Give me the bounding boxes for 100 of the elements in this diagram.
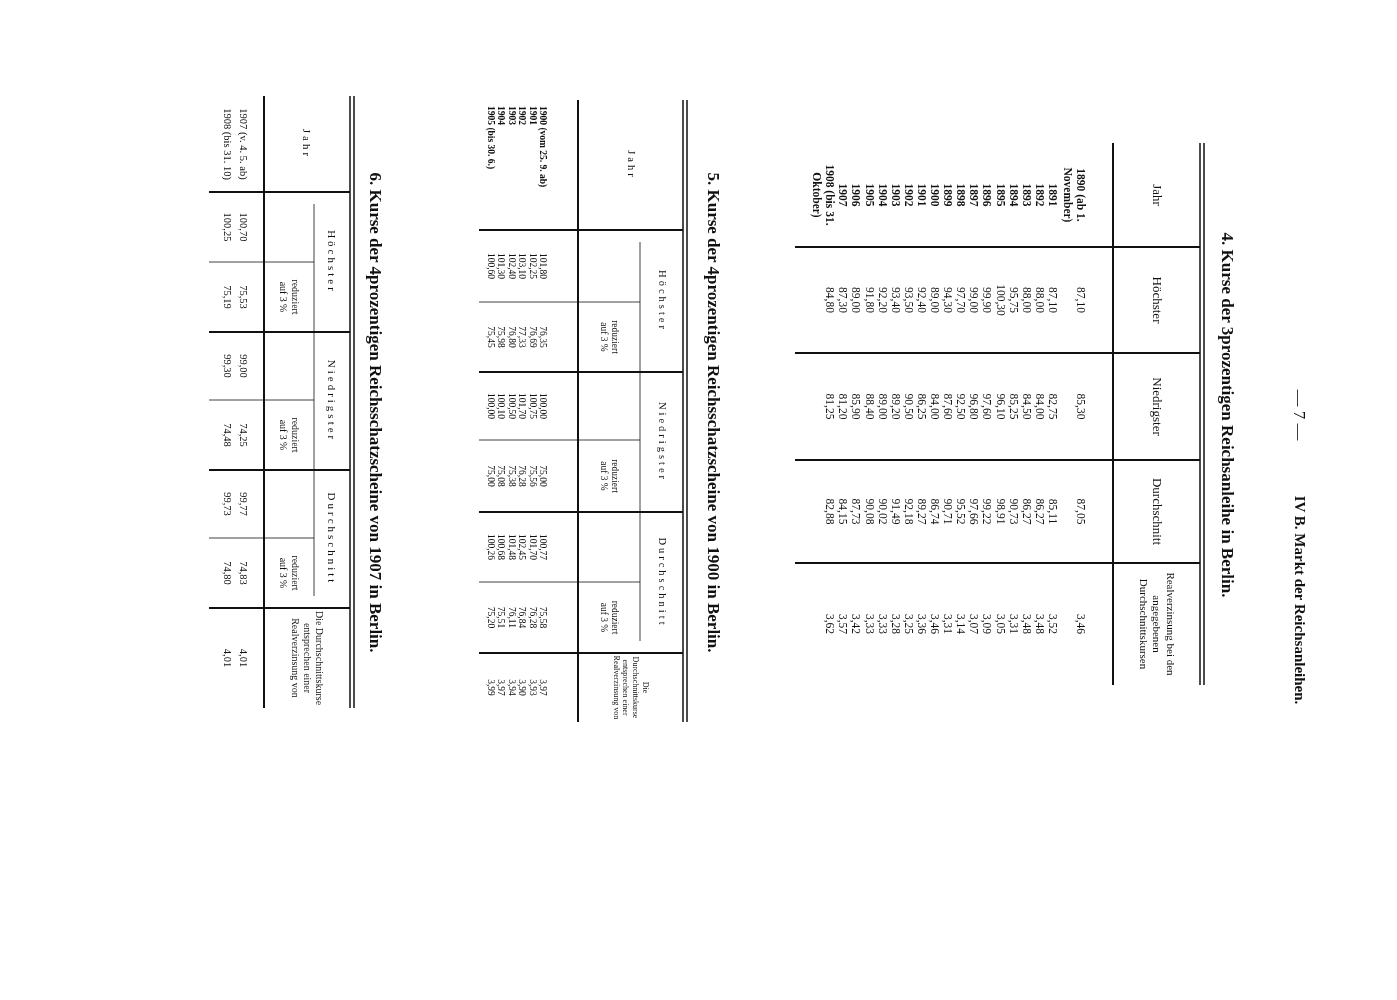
price-value: 100,75 xyxy=(527,392,538,420)
year-label: 1903 xyxy=(506,106,517,125)
year-label: 1897 xyxy=(967,183,981,207)
year-label: 1905 (bis 30. 6.) xyxy=(485,106,496,170)
price-value: 86,27 xyxy=(1032,498,1046,525)
price-value: 97,66 xyxy=(967,498,981,525)
column-heading: reduziert auf 3 % xyxy=(598,319,621,356)
price-value: 87,10 xyxy=(1046,287,1059,313)
price-value: 84,80 xyxy=(823,287,837,313)
price-value: 99,00 xyxy=(967,287,981,313)
price-value: 89,00 xyxy=(849,287,863,313)
price-value: 74,25 xyxy=(237,423,250,447)
year-label: 1901 xyxy=(527,106,538,125)
year-label: 1902 xyxy=(516,106,528,125)
running-head: IV B. Markt der Reichsanleihen. xyxy=(1291,495,1308,705)
yield-value: 3,90 xyxy=(516,679,528,696)
yield-value: 3,31 xyxy=(941,613,955,635)
price-value: 102,25 xyxy=(527,252,538,280)
year-label: 1890 (ab 1. November) xyxy=(1060,166,1087,225)
price-value: 99,22 xyxy=(980,498,994,525)
price-value: 75,53 xyxy=(237,285,250,309)
price-value: 75,51 xyxy=(496,606,507,629)
price-value: 87,60 xyxy=(941,393,955,420)
year-label: 1905 xyxy=(862,183,876,207)
yield-value: 3,07 xyxy=(967,613,981,635)
price-value: 89,00 xyxy=(928,287,942,313)
price-value: 75,08 xyxy=(496,465,507,487)
price-value: 75,20 xyxy=(485,606,496,629)
year-label: 1903 xyxy=(888,183,902,207)
year-label: 1894 xyxy=(1006,183,1020,207)
price-value: 103,10 xyxy=(516,252,528,280)
price-value: 99,30 xyxy=(221,354,234,378)
price-value: 76,80 xyxy=(506,326,517,348)
price-value: 99,90 xyxy=(980,287,994,313)
price-value: 74,48 xyxy=(221,423,234,447)
year-label: 1900 (vom 25. 9. ab) xyxy=(537,106,548,188)
price-value: 100,00 xyxy=(485,392,496,420)
price-value: 84,50 xyxy=(1019,393,1033,420)
year-label: 1891 xyxy=(1046,183,1059,207)
price-value: 75,45 xyxy=(485,326,496,348)
price-value: 88,00 xyxy=(1032,287,1046,313)
price-value: 86,27 xyxy=(1019,498,1033,525)
yield-value: 3,48 xyxy=(1019,613,1033,635)
column-heading: reduziert auf 3 % xyxy=(277,554,301,593)
price-value: 102,45 xyxy=(516,533,528,561)
price-value: 102,40 xyxy=(506,252,517,280)
year-label: 1908 (bis 31. Oktober) xyxy=(810,163,837,228)
price-value: 100,60 xyxy=(485,252,496,280)
price-value: 101,48 xyxy=(506,533,517,561)
price-value: 90,73 xyxy=(1006,498,1020,525)
year-label: 1906 xyxy=(849,183,863,207)
column-heading: Jahr xyxy=(624,150,637,180)
price-value: 100,10 xyxy=(496,392,507,420)
yield-value: 3,46 xyxy=(928,613,942,635)
column-heading: reduziert auf 3 % xyxy=(277,278,301,317)
column-heading: Niedrigster xyxy=(655,401,668,483)
yield-value: 3,33 xyxy=(862,613,876,635)
yield-value: 3,46 xyxy=(1074,613,1087,635)
price-value: 76,28 xyxy=(516,465,528,487)
table-title: 6. Kurse der 4prozentigen Reichsschatzscheine von 1907 in Berlin. xyxy=(365,172,385,653)
column-heading: reduziert auf 3 % xyxy=(598,599,621,637)
price-value: 75,56 xyxy=(527,465,538,487)
year-label: 1892 xyxy=(1032,183,1046,207)
yield-value: 4,01 xyxy=(237,648,250,668)
price-value: 100,50 xyxy=(506,392,517,420)
price-value: 94,30 xyxy=(941,287,955,313)
year-label: 1893 xyxy=(1019,183,1033,207)
price-value: 91,80 xyxy=(862,287,876,313)
column-heading: Durchschnitt xyxy=(1148,477,1165,546)
price-value: 75,00 xyxy=(537,465,548,487)
price-value: 97,60 xyxy=(980,393,994,420)
year-label: 1907 (v. 4. 5. ab) xyxy=(237,108,250,180)
yield-value: 3,33 xyxy=(875,613,889,635)
price-value: 97,70 xyxy=(954,287,968,313)
yield-value: 4,01 xyxy=(221,648,234,668)
yield-value: 3,93 xyxy=(527,679,538,696)
yield-value: 3,57 xyxy=(836,613,850,635)
price-value: 87,30 xyxy=(836,287,850,313)
yield-value: 3,48 xyxy=(1032,613,1046,635)
price-value: 100,70 xyxy=(237,212,250,242)
price-value: 75,98 xyxy=(496,326,507,348)
price-value: 75,00 xyxy=(485,465,496,487)
yield-value: 3,25 xyxy=(901,613,915,635)
column-heading: Niedrigster xyxy=(325,359,339,443)
price-value: 76,69 xyxy=(527,326,538,348)
price-value: 96,80 xyxy=(967,393,981,420)
column-heading: Jahr xyxy=(300,128,314,160)
price-value: 76,28 xyxy=(527,606,538,629)
price-value: 89,27 xyxy=(915,498,928,525)
price-value: 84,15 xyxy=(836,498,850,525)
price-value: 100,00 xyxy=(537,392,548,420)
price-value: 92,50 xyxy=(954,393,968,420)
year-label: 1904 xyxy=(496,106,507,125)
price-value: 90,71 xyxy=(941,498,955,525)
price-value: 82,75 xyxy=(1046,393,1059,420)
price-value: 74,80 xyxy=(221,561,234,585)
price-value: 87,73 xyxy=(849,498,863,525)
column-heading: reduziert auf 3 % xyxy=(598,458,621,495)
year-label: 1908 (bis 31. 10) xyxy=(221,108,234,180)
yield-value: 3,99 xyxy=(485,679,496,696)
